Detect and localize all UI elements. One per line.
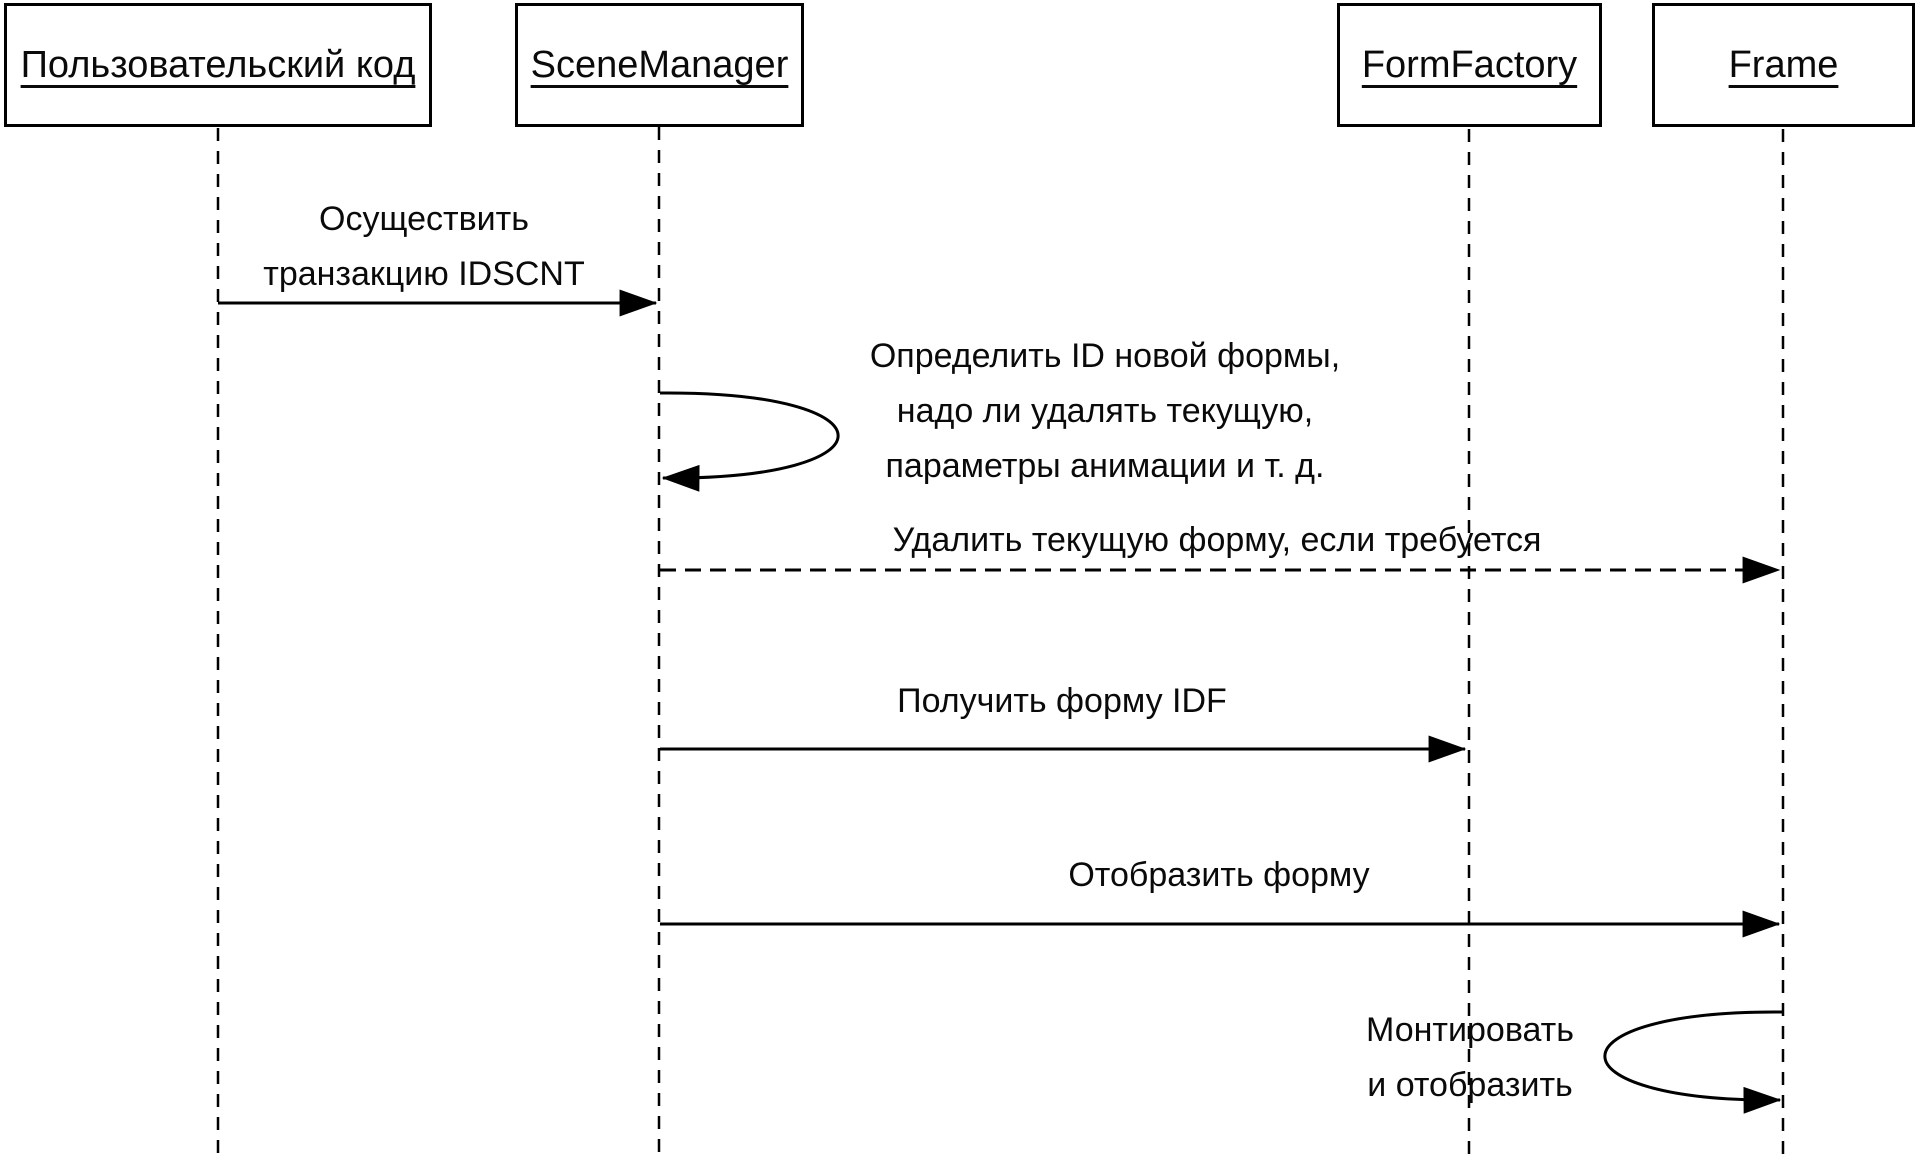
actor-label-scene-manager: SceneManager — [530, 43, 789, 86]
message-3-label: Удалить текущую форму, если требуется — [892, 521, 1542, 559]
message-6-self-loop — [1603, 1010, 1784, 1114]
actor-label-user-code: Пользовательский код — [20, 43, 416, 86]
message-2-label: Определить ID новой формы, надо ли удаля… — [869, 337, 1341, 485]
actor-label-frame: Frame — [1728, 43, 1839, 86]
message-5-label: Отобразить форму — [1068, 856, 1370, 894]
message-2-self-loop — [659, 391, 840, 492]
message-1-label: Осуществить транзакцию IDSCNT — [263, 200, 585, 293]
message-6-label: Монтировать и отобразить — [1366, 1011, 1574, 1104]
actor-box-frame: Frame — [1652, 3, 1915, 127]
actor-box-user-code: Пользовательский код — [4, 3, 432, 127]
actor-label-form-factory: FormFactory — [1361, 43, 1578, 86]
message-4-label: Получить форму IDF — [897, 682, 1227, 720]
actor-box-scene-manager: SceneManager — [515, 3, 804, 127]
actor-box-form-factory: FormFactory — [1337, 3, 1602, 127]
